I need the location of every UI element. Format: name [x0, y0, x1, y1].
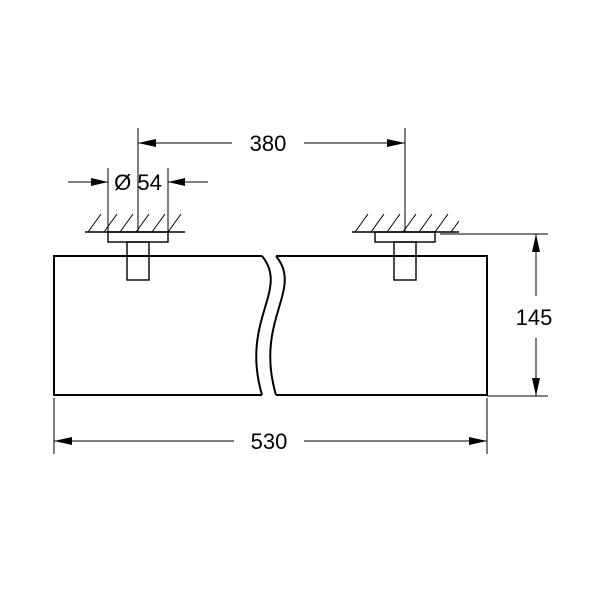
- dimension-label-145: 145: [516, 305, 553, 330]
- arrowhead-54-left: [91, 178, 108, 186]
- dimension-label-diameter: Ø 54: [114, 170, 162, 195]
- arrowhead-380-left: [138, 139, 156, 147]
- dimension-shelf-depth: 145: [440, 233, 553, 397]
- right-wall-hatch: [354, 213, 460, 233]
- arrowhead-530-left: [54, 437, 72, 445]
- dimension-label-530: 530: [251, 429, 288, 454]
- dimension-mount-diameter: Ø 54: [68, 168, 208, 232]
- right-mount-post: [393, 241, 417, 281]
- break-line-right: [269, 255, 286, 396]
- left-mount-flange: [107, 231, 169, 243]
- arrowhead-380-right: [387, 139, 405, 147]
- right-mount-flange: [374, 231, 436, 243]
- arrowhead-54-right: [168, 178, 185, 186]
- shelf-left-segment: [53, 255, 262, 396]
- shelf-right-segment: [276, 255, 488, 396]
- left-wall-hatch: [87, 213, 182, 233]
- dimension-label-380: 380: [250, 131, 287, 156]
- dimension-bracket-spacing: 380: [137, 128, 406, 232]
- arrowhead-145-bottom: [532, 378, 540, 396]
- left-mount-post: [126, 241, 150, 281]
- dimension-shelf-length: 530: [53, 398, 488, 454]
- left-wall-mount: [85, 213, 185, 281]
- arrowhead-530-right: [469, 437, 487, 445]
- arrowhead-145-top: [532, 234, 540, 252]
- break-line-left: [255, 255, 272, 396]
- shelf-body: [53, 255, 488, 396]
